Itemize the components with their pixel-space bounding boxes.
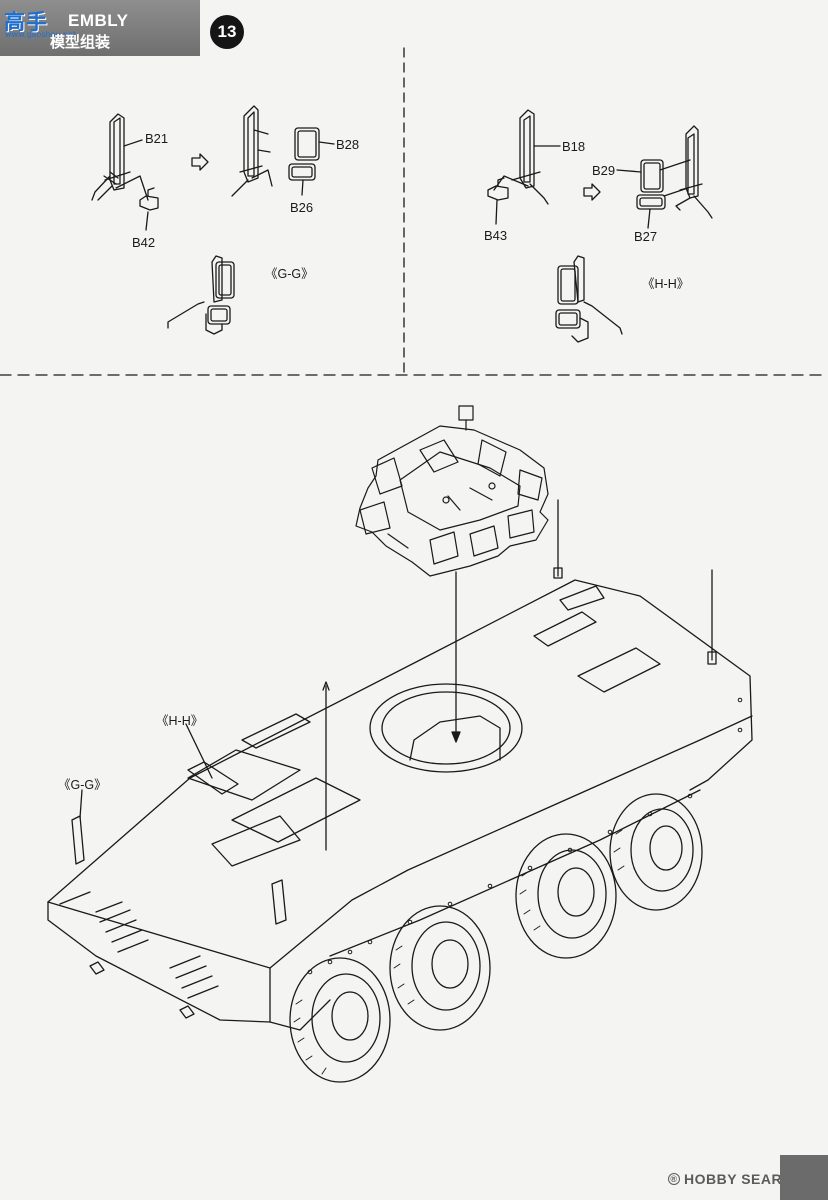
view-label-g-g: 《G-G》 [265,267,314,281]
part-b43 [487,177,509,201]
wheel-1 [289,957,391,1083]
part-b42 [139,187,159,211]
mirror-assembly-left-step2 [231,105,273,197]
vehicle-hull [47,499,753,1031]
header-band [0,0,200,56]
part-b27 [636,194,666,210]
wheel-3 [515,833,617,959]
part-label-b28: B28 [336,137,360,152]
step-arrow [191,153,209,171]
watermark-url: www.gaoshou.net [5,30,77,39]
footer-watermark: ® HOBBY SEARCH [668,1171,803,1187]
turret [355,405,549,577]
step-number-badge: 13 [210,15,244,49]
part-label-b26: B26 [290,200,314,215]
mirror-view-h-h [555,255,623,343]
page-number-block [780,1155,828,1200]
view-pointer-g-g: 《G-G》 [58,778,107,792]
step-arrow-right [583,183,601,201]
part-label-b27: B27 [634,229,658,244]
view-pointer-h-h: 《H-H》 [156,714,204,728]
page-title: EMBLY [68,11,129,30]
footer-watermark-text: HOBBY SEARCH [684,1171,804,1187]
registered-icon: ® [668,1173,680,1185]
part-label-b29: B29 [592,163,616,178]
part-label-b21: B21 [145,131,169,146]
turret-ring [369,683,523,773]
mirror-assembly-b18 [493,109,549,205]
page-subtitle: 模型组装 [50,34,111,51]
part-b28 [294,127,320,161]
part-b29 [640,159,664,193]
mirror-assembly-b21 [91,113,149,201]
part-label-b42: B42 [132,235,156,250]
part-b26 [288,163,316,181]
part-label-b43: B43 [484,228,508,243]
watermark-logo: 高手 [4,11,48,34]
wheel-2 [389,905,491,1031]
wheel-4 [609,793,703,911]
view-label-h-h: 《H-H》 [642,277,690,291]
mirror-assembly-right-step2 [659,125,713,219]
mirror-view-g-g [167,255,235,335]
part-label-b18: B18 [562,139,586,154]
